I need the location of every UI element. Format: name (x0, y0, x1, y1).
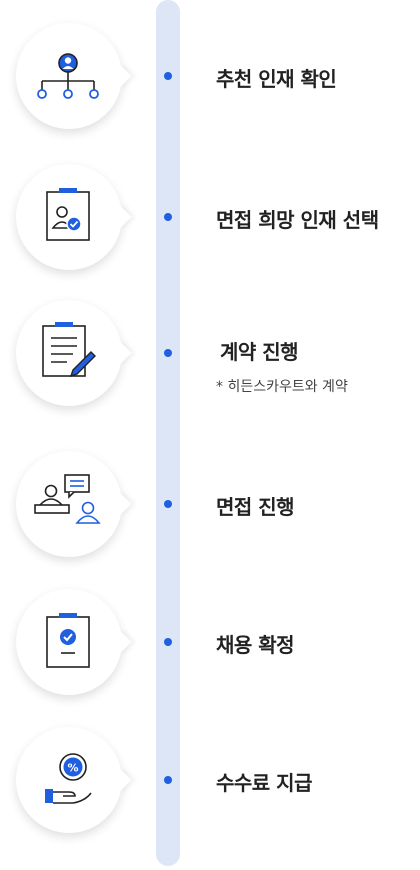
hand-coin-percent-icon: % (45, 753, 92, 804)
clipboard-person-check-icon (46, 188, 90, 241)
interview-chat-icon (34, 474, 101, 524)
step-hiring-confirmed: 채용 확정 (0, 589, 420, 699)
timeline-dot (164, 638, 172, 646)
clipboard-check-icon (46, 613, 90, 668)
timeline-dot (164, 500, 172, 508)
timeline-dot (164, 776, 172, 784)
step-title: 수수료 지급 (216, 771, 312, 795)
document-pen-icon (42, 322, 96, 378)
timeline-track (156, 0, 180, 866)
step-title: 면접 희망 인재 선택 (216, 208, 379, 232)
step-title: 추천 인재 확인 (216, 67, 337, 91)
svg-text:%: % (67, 762, 78, 775)
step-note: * 히든스카우트와 계약 (216, 379, 348, 395)
timeline-dot (164, 349, 172, 357)
step-interview: 면접 진행 (0, 451, 420, 561)
org-chart-person-icon (37, 53, 99, 99)
step-recommended-talent: 추천 인재 확인 (0, 23, 420, 133)
step-contract: 계약 진행 * 히든스카우트와 계약 (0, 300, 420, 410)
step-title: 계약 진행 (220, 340, 299, 364)
step-fee-payment: % 수수료 지급 (0, 727, 420, 837)
step-title: 채용 확정 (216, 633, 295, 657)
step-select-candidates: 면접 희망 인재 선택 (0, 164, 420, 274)
timeline-dot (164, 72, 172, 80)
step-title: 면접 진행 (216, 495, 295, 519)
timeline-dot (164, 213, 172, 221)
